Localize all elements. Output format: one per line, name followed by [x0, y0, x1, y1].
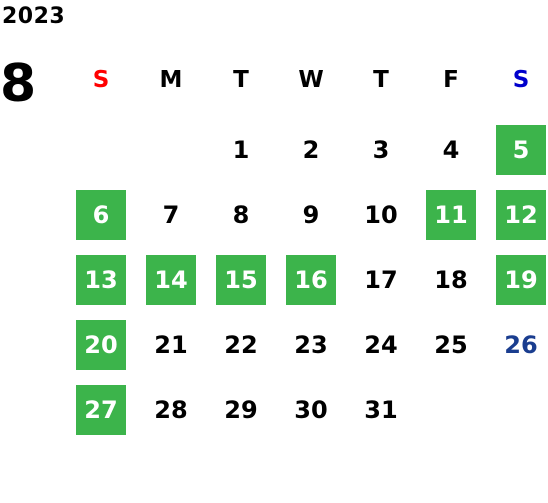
day-cell: 10	[346, 190, 416, 240]
holiday-day-number: 13	[76, 255, 126, 305]
holiday-day-number: 5	[496, 125, 546, 175]
day-cell: 13	[66, 255, 136, 305]
day-cell: 26	[486, 320, 548, 370]
day-cell: 23	[276, 320, 346, 370]
day-cell: 14	[136, 255, 206, 305]
weekday-header: T	[233, 67, 249, 93]
day-cell: 31	[346, 385, 416, 435]
day-number: 28	[154, 396, 188, 424]
day-cell: 8	[206, 190, 276, 240]
holiday-day-number: 12	[496, 190, 546, 240]
day-number: 2	[302, 136, 320, 164]
day-cell: 27	[66, 385, 136, 435]
day-cell: 15	[206, 255, 276, 305]
day-cell: 24	[346, 320, 416, 370]
day-cell: 2	[276, 125, 346, 175]
day-cell: 25	[416, 320, 486, 370]
day-number: 9	[302, 201, 320, 229]
day-number: 29	[224, 396, 258, 424]
day-cell: 4	[416, 125, 486, 175]
weekday-header: M	[159, 67, 183, 93]
day-number: 1	[232, 136, 250, 164]
day-number: 8	[232, 201, 250, 229]
day-cell: 29	[206, 385, 276, 435]
day-cell: 11	[416, 190, 486, 240]
day-cell: 17	[346, 255, 416, 305]
day-number: 10	[364, 201, 398, 229]
day-number: 17	[364, 266, 398, 294]
weekday-header: W	[298, 67, 324, 93]
weekday-header: F	[443, 67, 459, 93]
day-number: 21	[154, 331, 188, 359]
day-number: 7	[162, 201, 180, 229]
day-cell: 19	[486, 255, 548, 305]
day-number: 26	[504, 331, 538, 359]
day-cell: 9	[276, 190, 346, 240]
day-cell: 20	[66, 320, 136, 370]
day-number: 18	[434, 266, 468, 294]
day-number: 3	[372, 136, 390, 164]
day-cell: 16	[276, 255, 346, 305]
holiday-day-number: 14	[146, 255, 196, 305]
day-cell: 30	[276, 385, 346, 435]
day-number: 23	[294, 331, 328, 359]
day-cell: 1	[206, 125, 276, 175]
day-cell: 7	[136, 190, 206, 240]
weekday-header: S	[512, 67, 530, 93]
month-label: 8	[0, 54, 37, 114]
day-cell: 22	[206, 320, 276, 370]
holiday-day-number: 15	[216, 255, 266, 305]
day-cell: 12	[486, 190, 548, 240]
day-number: 25	[434, 331, 468, 359]
day-cell: 6	[66, 190, 136, 240]
holiday-day-number: 11	[426, 190, 476, 240]
day-number: 30	[294, 396, 328, 424]
year-label: 2023	[2, 4, 66, 29]
holiday-day-number: 19	[496, 255, 546, 305]
holiday-day-number: 16	[286, 255, 336, 305]
day-cell: 3	[346, 125, 416, 175]
day-cell: 18	[416, 255, 486, 305]
day-number: 31	[364, 396, 398, 424]
day-cell: 28	[136, 385, 206, 435]
day-number: 4	[442, 136, 460, 164]
holiday-day-number: 20	[76, 320, 126, 370]
weekday-header: T	[373, 67, 389, 93]
day-cell: 21	[136, 320, 206, 370]
weekday-header: S	[92, 67, 110, 93]
holiday-day-number: 6	[76, 190, 126, 240]
holiday-day-number: 27	[76, 385, 126, 435]
day-number: 24	[364, 331, 398, 359]
day-number: 22	[224, 331, 258, 359]
day-cell: 5	[486, 125, 548, 175]
